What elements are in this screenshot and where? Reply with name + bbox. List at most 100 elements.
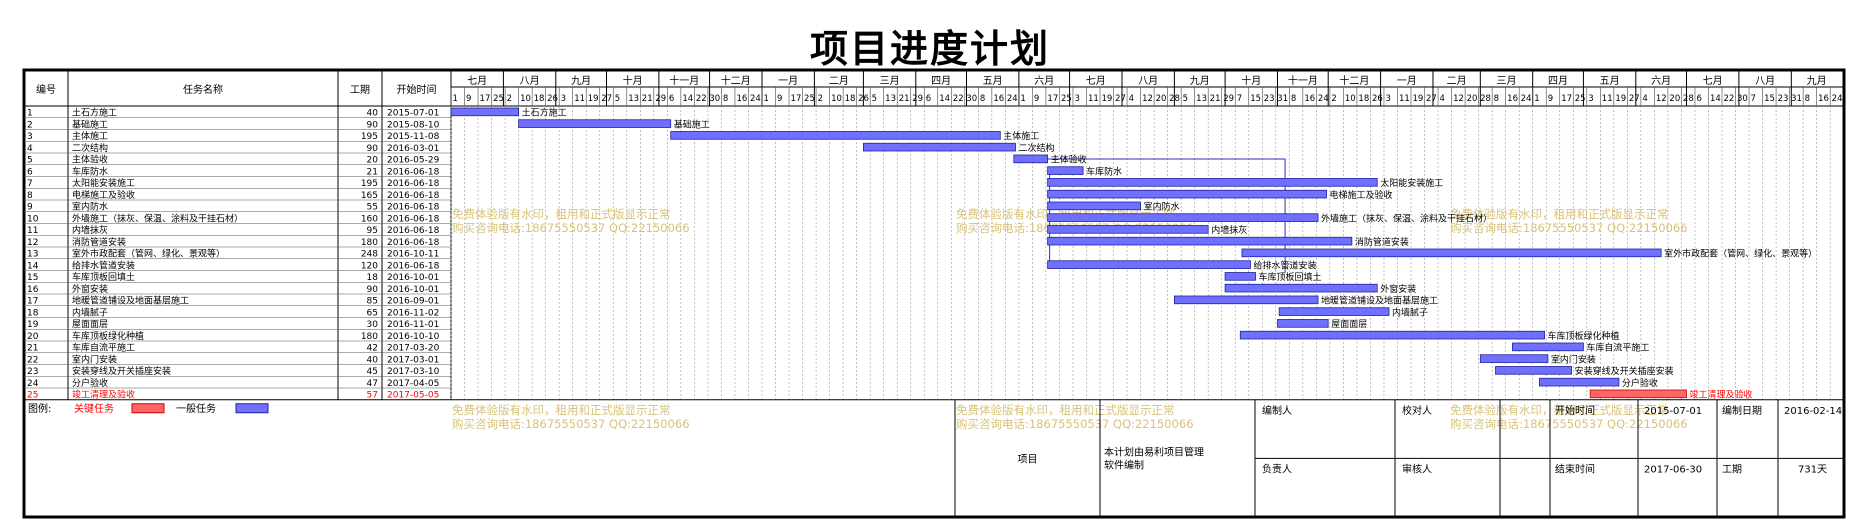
task-duration: 95	[367, 226, 378, 236]
week-day-label: 22	[1723, 94, 1734, 104]
footer-compiler-label: 编制人	[1262, 404, 1292, 417]
footer-reviewer-label: 审核人	[1402, 462, 1432, 475]
week-day-label: 21	[899, 94, 910, 104]
week-day-label: 11	[574, 94, 585, 104]
task-id: 11	[27, 226, 38, 236]
week-day-label: 25	[1575, 94, 1586, 104]
task-duration: 42	[367, 344, 378, 354]
task-bar	[1278, 307, 1390, 316]
footer-software-note: 本计划由易利项目管理	[1104, 445, 1204, 458]
task-bar	[1047, 213, 1319, 222]
task-duration: 180	[361, 238, 378, 248]
week-day-label: 24	[1318, 94, 1329, 104]
week-day-label: 8	[1805, 94, 1810, 104]
task-duration: 57	[367, 391, 378, 401]
task-duration: 21	[367, 167, 378, 177]
week-day-label: 6	[926, 94, 931, 104]
task-id: 18	[27, 308, 39, 318]
task-id: 10	[27, 214, 39, 224]
week-day-label: 5	[1183, 94, 1188, 104]
task-bar-label: 内墙腻子	[1392, 306, 1428, 318]
watermark-line-2: 购买咨询电话:18675550537 QQ:22150066	[452, 417, 690, 431]
week-day-label: 18	[1358, 94, 1369, 104]
column-header-name: 任务名称	[183, 83, 223, 96]
month-label: 一月	[778, 75, 798, 87]
task-start: 2016-06-18	[387, 203, 440, 213]
task-bar	[1239, 330, 1545, 340]
task-start: 2016-06-18	[387, 179, 440, 189]
task-start: 2016-06-18	[387, 238, 440, 248]
task-name: 内墙腻子	[72, 306, 108, 318]
week-day-label: 24	[1007, 94, 1018, 104]
month-label: 二月	[829, 75, 849, 87]
task-name: 给排水管道安装	[72, 259, 135, 271]
task-name: 车库自流平施工	[72, 342, 135, 354]
week-day-label: 9	[466, 94, 471, 104]
month-label: 十月	[623, 74, 643, 87]
week-day-label: 27	[1629, 94, 1640, 104]
task-bar-label: 车库顶板回填土	[1259, 271, 1322, 283]
footer-start-label: 开始时间	[1555, 404, 1595, 417]
week-day-label: 1	[453, 94, 458, 104]
week-day-label: 13	[1196, 94, 1207, 104]
month-label: 三月	[880, 75, 900, 87]
task-bar	[1479, 354, 1549, 363]
task-name: 电梯施工及验收	[72, 189, 135, 201]
task-id: 9	[27, 203, 33, 213]
task-name: 太阳能安装施工	[72, 177, 135, 189]
footer-date-value: 2016-02-14	[1784, 406, 1842, 417]
task-bar-label: 室内门安装	[1551, 353, 1596, 365]
month-label: 九月	[1807, 75, 1827, 87]
month-label: 二月	[1447, 75, 1467, 87]
task-bar	[518, 119, 672, 128]
legend-label: 图例:	[28, 402, 51, 415]
month-label: 十一月	[669, 74, 699, 87]
task-start: 2016-11-01	[387, 320, 439, 330]
week-day-label: 26	[1372, 94, 1383, 104]
task-start: 2017-04-05	[387, 379, 439, 389]
week-day-label: 28	[1480, 94, 1491, 104]
week-day-label: 9	[1034, 94, 1039, 104]
week-day-label: 2	[1331, 94, 1336, 104]
task-bar-label: 安装穿线及开关插座安装	[1575, 365, 1674, 377]
task-name: 主体施工	[72, 130, 108, 142]
task-bar-label: 基础施工	[674, 118, 710, 130]
chart-frame	[22, 68, 1846, 519]
task-duration: 165	[361, 191, 378, 201]
month-label: 八月	[1138, 75, 1158, 87]
week-day-label: 24	[1832, 94, 1843, 104]
task-duration: 160	[361, 214, 378, 224]
month-label: 七月	[467, 75, 487, 87]
task-bar	[862, 142, 1016, 152]
task-id: 3	[27, 132, 33, 142]
task-bar-label: 太阳能安装施工	[1380, 177, 1443, 189]
task-start: 2016-11-02	[387, 308, 439, 318]
week-day-label: 30	[966, 94, 977, 104]
task-bar	[1224, 283, 1378, 293]
task-duration: 45	[367, 367, 378, 377]
task-bar	[1013, 154, 1049, 164]
week-day-label: 14	[682, 94, 693, 104]
task-bar-label: 消防管道安装	[1355, 236, 1409, 248]
month-label: 十二月	[721, 74, 751, 87]
task-id: 16	[27, 285, 39, 295]
task-start: 2017-03-10	[387, 367, 440, 377]
watermark-line-2: 购买咨询电话:18675550537 QQ:22150066	[452, 221, 690, 235]
week-day-label: 22	[953, 94, 964, 104]
watermark-line-1: 免费体验版有水印，租用和正式版显示正常	[956, 403, 1175, 417]
week-day-label: 19	[588, 94, 599, 104]
task-bars: 土石方施工基础施工主体施工二次结构主体验收车库防水太阳能安装施工电梯施工及验收室…	[450, 107, 1817, 401]
month-label: 四月	[1548, 75, 1568, 87]
week-day-label: 28	[1683, 94, 1694, 104]
task-bar	[1047, 178, 1378, 187]
task-id: 12	[27, 238, 38, 248]
week-day-label: 29	[655, 94, 666, 104]
week-day-label: 9	[777, 94, 782, 104]
footer-duration-label: 工期	[1722, 463, 1742, 475]
week-day-label: 12	[1656, 94, 1667, 104]
task-bar	[670, 131, 1001, 140]
task-bar-label: 车库自流平施工	[1586, 342, 1649, 354]
task-duration: 90	[367, 120, 379, 130]
task-name: 车库顶板回填土	[72, 271, 135, 283]
